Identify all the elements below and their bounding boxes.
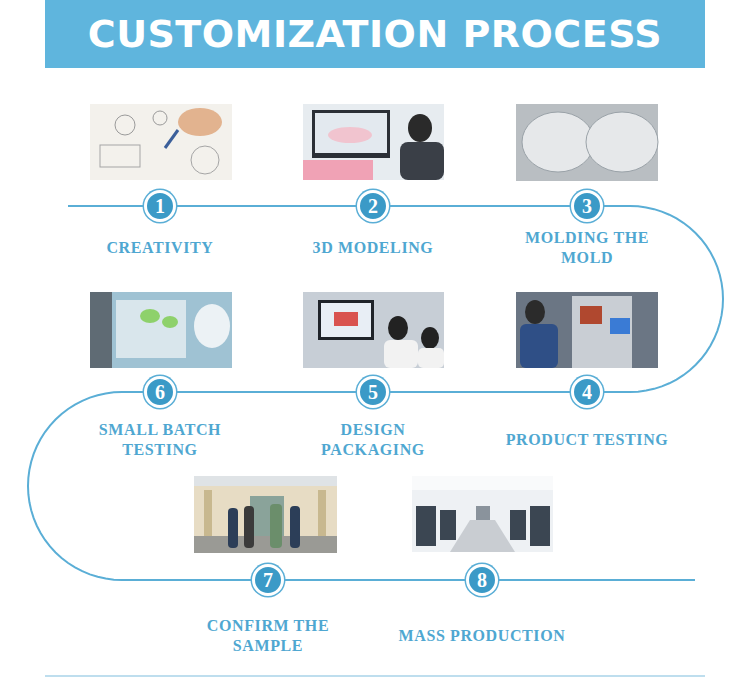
floor [450, 520, 515, 552]
step-label: CONFIRM THE SAMPLE [193, 616, 343, 656]
sketch-mark [153, 111, 167, 125]
step-label: SMALL BATCH TESTING [85, 420, 235, 460]
step-circle: 3MOLDING THE MOLD [571, 190, 603, 222]
step-number: 7 [255, 567, 281, 593]
person-body [418, 348, 444, 368]
building [194, 486, 337, 536]
cabinet [90, 292, 112, 368]
photo [90, 104, 232, 180]
flow-connector [176, 391, 357, 393]
monitor [312, 110, 390, 158]
step-number: 6 [147, 379, 173, 405]
photo [412, 476, 553, 552]
person [244, 506, 254, 548]
title-banner: CUSTOMIZATION PROCESS [45, 0, 705, 68]
photo [516, 104, 658, 181]
machine-screen [610, 318, 630, 334]
photo [90, 292, 232, 368]
person [290, 506, 300, 548]
step-circle: 6SMALL BATCH TESTING [144, 376, 176, 408]
step-label: PRODUCT TESTING [487, 430, 687, 450]
model-shape [328, 127, 372, 143]
person [194, 304, 230, 348]
pen [165, 130, 178, 148]
person-body [400, 142, 444, 180]
photo [303, 292, 444, 368]
column [204, 490, 212, 536]
machine [510, 510, 526, 540]
step-circle: 8MASS PRODUCTION [466, 564, 498, 596]
step-circle: 7CONFIRM THE SAMPLE [252, 564, 284, 596]
test-chamber [116, 300, 186, 358]
step-number: 1 [147, 193, 173, 219]
person-body [520, 324, 558, 368]
step-label: 3D MODELING [273, 238, 473, 258]
machine [416, 506, 436, 546]
flow-connector [284, 579, 466, 581]
step-circle: 5DESIGN PACKAGING [357, 376, 389, 408]
diagram-title: CUSTOMIZATION PROCESS [45, 0, 705, 68]
mold-cavity [586, 112, 658, 172]
person-head [421, 327, 439, 349]
sketch-mark [191, 146, 219, 174]
screen [315, 113, 387, 153]
step-number: 4 [574, 379, 600, 405]
step-number: 5 [360, 379, 386, 405]
photo [303, 104, 444, 180]
ceiling [412, 476, 553, 490]
step-number: 2 [360, 193, 386, 219]
step-circle: 4PRODUCT TESTING [571, 376, 603, 408]
sample [162, 316, 178, 328]
flow-connector [389, 391, 571, 393]
mold-cavity [522, 112, 594, 172]
flow-connector [389, 205, 571, 207]
screen [321, 303, 371, 337]
person [228, 508, 238, 548]
desk-item [303, 160, 373, 180]
sample [140, 309, 160, 323]
step-label: CREATIVITY [60, 238, 260, 258]
hand [178, 108, 222, 136]
column [318, 490, 326, 536]
machine-part [580, 306, 602, 324]
step-label: DESIGN PACKAGING [298, 420, 448, 460]
monitor [318, 300, 374, 340]
machine [572, 296, 632, 368]
sketch-mark [100, 145, 140, 167]
step-label: MASS PRODUCTION [382, 626, 582, 646]
person-head [408, 114, 432, 142]
flow-connector [176, 205, 357, 207]
machine [440, 510, 456, 540]
person [270, 504, 282, 548]
flow-connector [28, 392, 252, 580]
photo [194, 476, 337, 553]
step-number: 3 [574, 193, 600, 219]
step-number: 8 [469, 567, 495, 593]
sketch-mark [115, 115, 135, 135]
person-body [384, 340, 418, 368]
machine [476, 506, 490, 520]
ground [194, 536, 337, 553]
step-circle: 23D MODELING [357, 190, 389, 222]
machine [530, 506, 550, 546]
step-circle: 1CREATIVITY [144, 190, 176, 222]
step-label: MOLDING THE MOLD [512, 228, 662, 268]
bottom-rule [45, 675, 705, 677]
photo [516, 292, 658, 368]
flow-line [482, 579, 695, 581]
person-head [525, 300, 545, 324]
person-head [388, 316, 408, 340]
screen-content [334, 312, 358, 326]
